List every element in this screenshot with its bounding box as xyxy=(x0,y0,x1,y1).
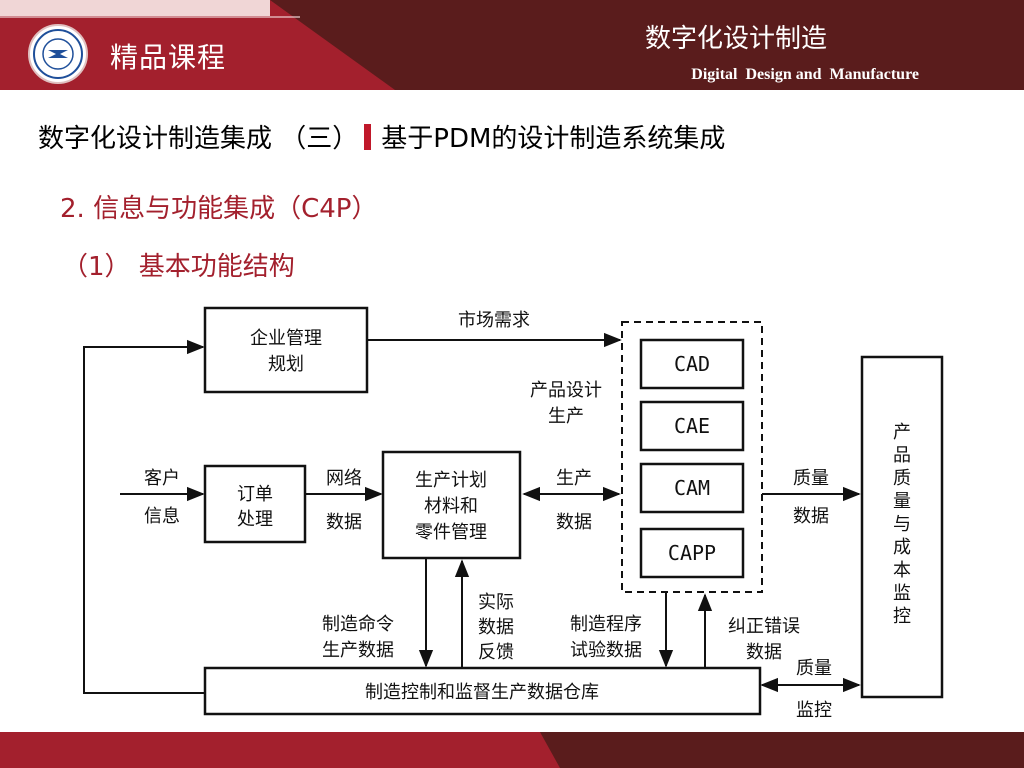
university-logo xyxy=(28,24,88,84)
heading-separator-bar xyxy=(364,124,372,150)
section-heading-right: 基于PDM的设计制造系统集成 xyxy=(381,124,726,154)
cam-label: CAM xyxy=(674,476,710,500)
plan-label-2: 材料和 xyxy=(424,496,478,517)
capp-box xyxy=(639,527,745,579)
network-label-1: 网络 xyxy=(326,468,362,489)
section-heading-left: 数字化设计制造集成 （三） xyxy=(38,124,359,154)
course-label: 精品课程 xyxy=(110,41,227,74)
network-label-2: 数据 xyxy=(326,512,362,533)
quality-char-3: 质 xyxy=(893,468,911,489)
prod-label-2: 数据 xyxy=(556,512,592,533)
quality-char-7: 本 xyxy=(893,560,911,581)
header-bar xyxy=(0,0,1024,90)
data-warehouse-box xyxy=(203,666,762,716)
qmon-label-2: 监控 xyxy=(796,700,832,721)
capp-label: CAPP xyxy=(668,541,716,565)
plan-label-1: 生产计划 xyxy=(415,470,487,491)
page-subtitle: Digital Design and Manufacture xyxy=(691,66,919,83)
quality-cost-label: 产 品 质 量 与 成 本 监 控 xyxy=(893,422,911,627)
program-label-1: 制造程序 xyxy=(570,614,642,635)
quality-char-1: 产 xyxy=(893,422,911,443)
design-label-1: 产品设计 xyxy=(530,380,602,401)
order-label-2: 处理 xyxy=(237,509,273,530)
cmd-label-2: 生产数据 xyxy=(322,640,394,661)
quality-char-9: 控 xyxy=(893,606,911,627)
plan-label-3: 零件管理 xyxy=(415,522,487,543)
header-light-strip xyxy=(0,0,270,16)
quality-char-8: 监 xyxy=(893,583,911,604)
feedback-label-3: 反馈 xyxy=(478,642,514,663)
subsection-heading: 2. 信息与功能集成（C4P） xyxy=(60,194,378,224)
qdata-label-2: 数据 xyxy=(793,506,829,527)
cam-box xyxy=(639,462,745,514)
quality-char-5: 与 xyxy=(893,514,911,535)
cad-box xyxy=(639,338,745,390)
program-label-2: 试验数据 xyxy=(570,640,642,661)
market-demand-label: 市场需求 xyxy=(458,310,530,331)
cmd-label-1: 制造命令 xyxy=(322,614,394,635)
correct-label-1: 纠正错误 xyxy=(728,616,800,637)
warehouse-label: 制造控制和监督生产数据仓库 xyxy=(365,682,599,703)
cad-label: CAD xyxy=(674,352,710,376)
feedback-label-1: 实际 xyxy=(478,592,514,613)
footer-dark-band xyxy=(540,732,1024,768)
quality-char-6: 成 xyxy=(893,537,911,558)
quality-cost-box xyxy=(860,355,944,699)
feedback-label-2: 数据 xyxy=(478,617,514,638)
quality-char-4: 量 xyxy=(893,491,911,512)
customer-label-2: 信息 xyxy=(144,506,180,527)
footer-bar xyxy=(0,732,1024,768)
section-heading: 数字化设计制造集成 （三） 基于PDM的设计制造系统集成 xyxy=(38,118,725,155)
page-title: 数字化设计制造 xyxy=(644,24,827,54)
quality-char-2: 品 xyxy=(893,445,911,466)
logo-emblem-icon xyxy=(33,29,83,79)
order-label-1: 订单 xyxy=(237,484,273,505)
qdata-label-1: 质量 xyxy=(793,468,829,489)
customer-label-1: 客户 xyxy=(144,468,180,489)
design-group-dashed-box xyxy=(621,321,763,593)
cae-label: CAE xyxy=(674,414,710,438)
enterprise-label-1: 企业管理 xyxy=(250,328,322,349)
prod-label-1: 生产 xyxy=(556,468,592,489)
subsubsection-heading: （1） 基本功能结构 xyxy=(62,252,295,282)
production-plan-box xyxy=(381,450,522,560)
enterprise-planning-box xyxy=(203,306,369,394)
cae-box xyxy=(639,400,745,452)
qmon-label-1: 质量 xyxy=(796,658,832,679)
correct-label-2: 数据 xyxy=(746,642,782,663)
header-light-strip-thin xyxy=(0,16,300,18)
header-dark-band xyxy=(270,0,1024,90)
design-label-2: 生产 xyxy=(548,406,584,427)
feedback-loop-arrow xyxy=(83,339,205,694)
order-processing-box xyxy=(203,464,307,544)
enterprise-label-2: 规划 xyxy=(268,354,304,375)
